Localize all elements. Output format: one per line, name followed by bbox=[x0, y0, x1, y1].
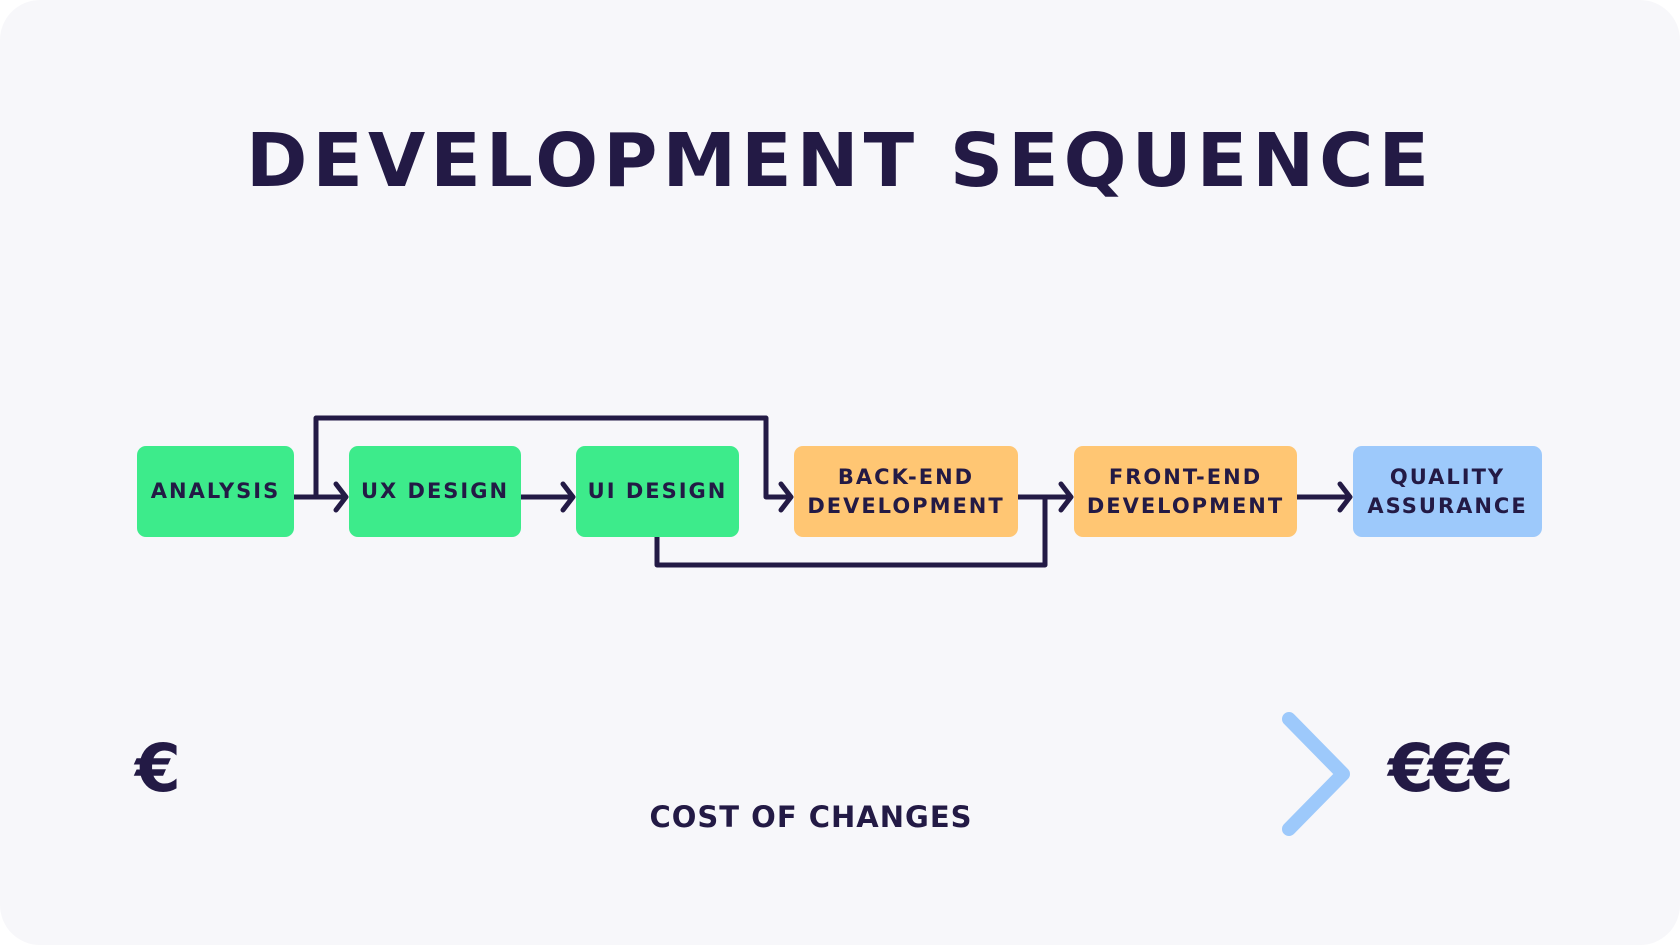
arrow-ux-ui bbox=[518, 481, 576, 513]
high-cost-symbol: €€€ bbox=[1388, 730, 1514, 807]
step-front-end-development: FRONT-END DEVELOPMENT bbox=[1074, 446, 1297, 537]
cost-of-changes-label: COST OF CHANGES bbox=[649, 800, 973, 834]
arrow-ui-frontend bbox=[654, 494, 1048, 568]
arrow-analysis-backend bbox=[313, 415, 794, 513]
step-quality-assurance: QUALITY ASSURANCE bbox=[1353, 446, 1542, 537]
cost-arrow-head bbox=[1282, 712, 1350, 836]
low-cost-symbol: € bbox=[135, 730, 181, 807]
step-analysis: ANALYSIS bbox=[137, 446, 294, 537]
arrow-frontend-qa bbox=[1294, 481, 1353, 513]
step-ui-design: UI DESIGN bbox=[576, 446, 739, 537]
step-ux-design: UX DESIGN bbox=[349, 446, 521, 537]
diagram-title: DEVELOPMENT SEQUENCE bbox=[246, 118, 1434, 204]
step-back-end-development: BACK-END DEVELOPMENT bbox=[794, 446, 1018, 537]
arrow-analysis-ux bbox=[291, 481, 349, 513]
